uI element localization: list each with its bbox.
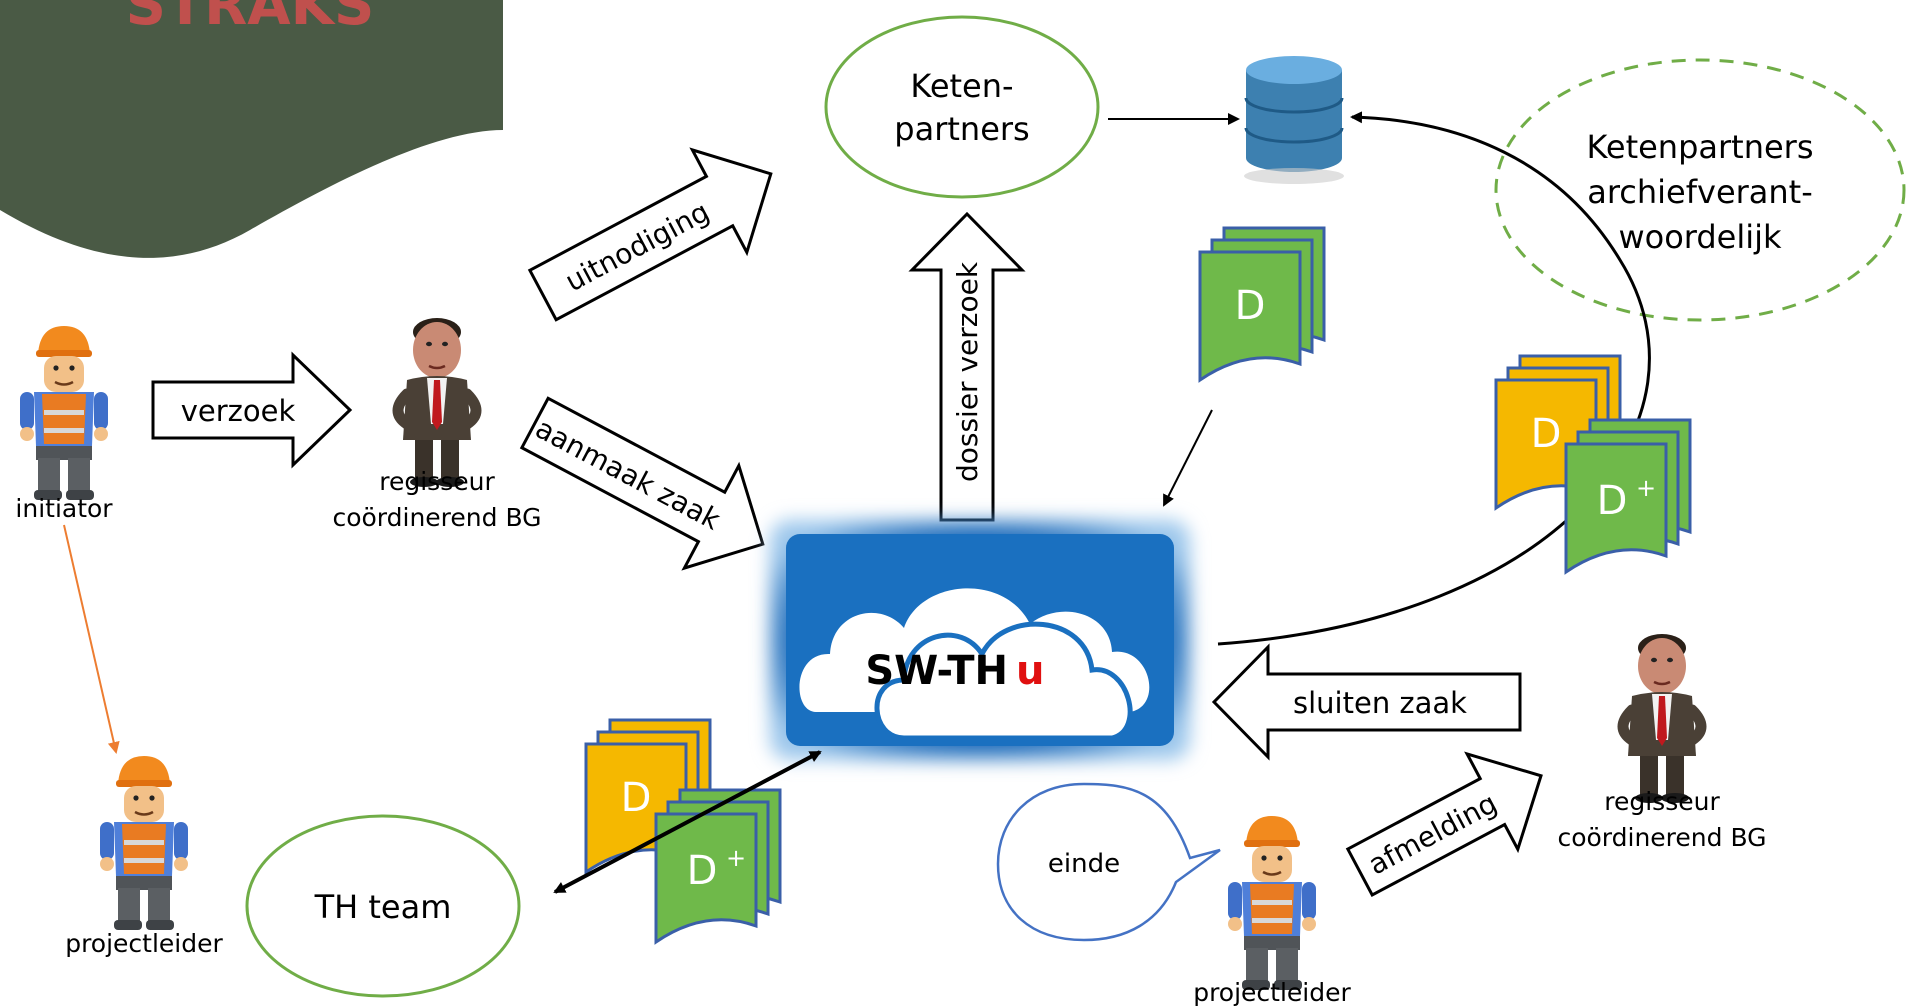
projectleider-bottom-figure [1226, 814, 1318, 992]
regisseur-top-line1: regisseur [379, 467, 495, 496]
regisseur-right-line2: coördinerend BG [1557, 823, 1766, 852]
verzoek-label: verzoek [181, 394, 296, 428]
banner: STRAKS [0, 0, 503, 258]
archief-line1: Ketenpartners [1586, 128, 1813, 166]
projectleider-left-label: projectleider [65, 929, 223, 958]
initiator-label: initiator [15, 494, 113, 523]
node-th-team: TH team [245, 814, 521, 998]
node-archief: Ketenpartners archiefverant- woordelijk [1494, 58, 1906, 322]
doc-dplus-right-sup: + [1636, 474, 1656, 502]
doc-dplus-right-label: D [1597, 478, 1628, 524]
database-icon [1244, 56, 1344, 184]
regisseur-right-figure [1623, 634, 1701, 803]
speech-bubble-einde: einde [996, 782, 1221, 942]
doc-dplus-left-sup: + [726, 844, 746, 872]
document-dplus-left: D + [654, 788, 782, 944]
arrow-sluiten-zaak: sluiten zaak [1211, 643, 1522, 761]
document-dplus-right: D + [1564, 418, 1692, 574]
arrow-uitnodiging: uitnodiging [527, 147, 773, 322]
doc-d-yellow-left-label: D [621, 775, 652, 821]
dossier-verzoek-label: dossier verzoek [951, 261, 984, 482]
document-d-top: D [1198, 226, 1326, 382]
cloud-swth: SW-TH u [770, 520, 1190, 760]
doc-dplus-left-label: D [687, 848, 718, 894]
arrow-initiator-projectleider [63, 524, 120, 754]
archief-line3: woordelijk [1618, 218, 1782, 256]
banner-title: STRAKS [126, 0, 375, 38]
banner-shape [0, 0, 503, 258]
archief-line2: archiefverant- [1587, 173, 1813, 211]
arrow-cloud-thteam [553, 750, 822, 894]
sluiten-zaak-label: sluiten zaak [1293, 686, 1467, 720]
th-team-label: TH team [314, 888, 452, 926]
regisseur-top-line2: coördinerend BG [332, 503, 541, 532]
arrow-afmelding: afmelding [1345, 751, 1543, 897]
aanmaak-zaak-label: aanmaak zaak [530, 412, 726, 537]
document-d-yellow-right: D [1494, 354, 1622, 510]
projectleider-bottom-label: projectleider [1193, 978, 1351, 1007]
projectleider-left-figure [98, 754, 190, 932]
einde-label: einde [1048, 849, 1120, 879]
doc-d-yellow-right-label: D [1531, 411, 1562, 457]
arrow-aanmaak-zaak: aanmaak zaak [519, 396, 765, 571]
initiator-figure [18, 324, 110, 502]
cloud-front-icon [874, 621, 1133, 741]
cloud-name: SW-TH [865, 648, 1008, 694]
regisseur-right-line1: regisseur [1604, 787, 1720, 816]
ketenpartners-line1: Keten- [910, 67, 1013, 105]
doc-d-top-label: D [1235, 283, 1266, 329]
cloud-suffix: u [1016, 648, 1044, 694]
node-ketenpartners: Keten- partners [824, 15, 1100, 199]
arrow-cloud-database [1217, 111, 1651, 646]
arrow-doc-cloud [1163, 409, 1213, 507]
arrow-verzoek: verzoek [151, 351, 353, 469]
arrow-dossier-verzoek: dossier verzoek [908, 211, 1026, 522]
ketenpartners-line2: partners [894, 110, 1029, 148]
regisseur-top-figure [398, 318, 476, 487]
